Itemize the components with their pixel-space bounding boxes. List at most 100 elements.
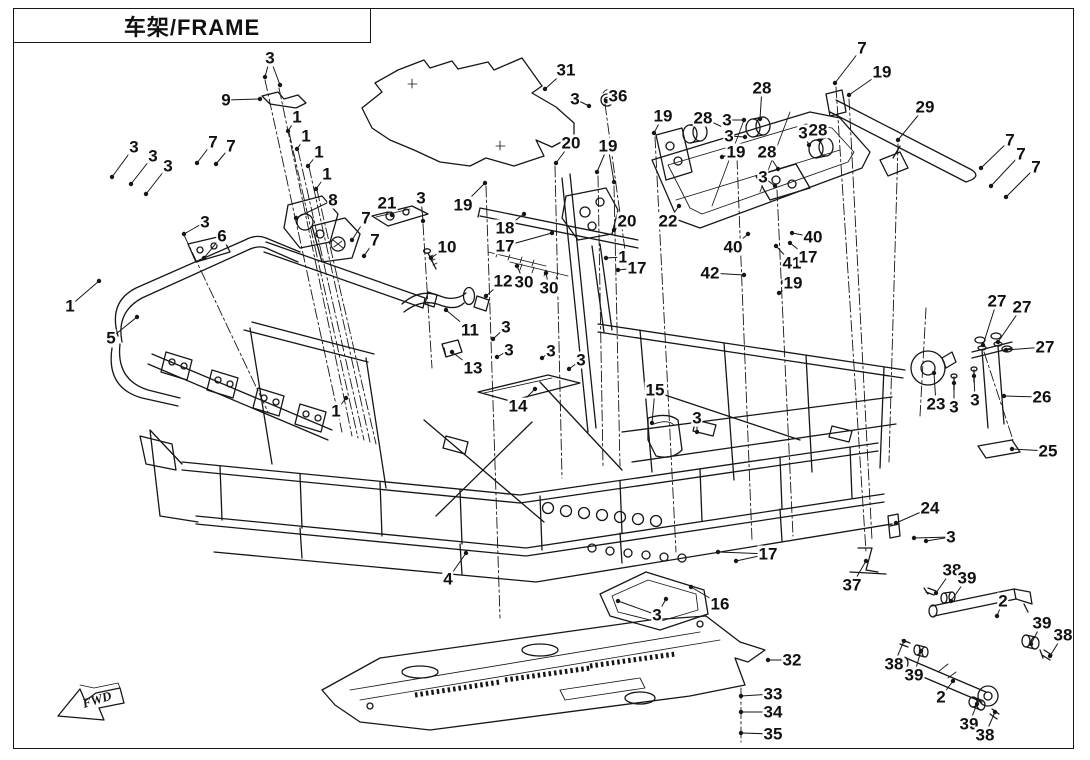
callout-13: 13 — [462, 358, 484, 378]
callout-11: 11 — [460, 320, 480, 340]
callout-30: 30 — [538, 278, 560, 298]
hardware-dot — [277, 82, 283, 88]
callout-18: 18 — [494, 218, 516, 238]
hardware-dot — [757, 116, 763, 122]
callout-35: 35 — [762, 724, 784, 744]
hardware-dot — [715, 549, 721, 555]
hardware-dot — [733, 558, 739, 564]
hardware-dot — [443, 307, 449, 313]
hardware-dot — [213, 161, 219, 167]
callout-3: 3 — [264, 48, 276, 68]
callout-20: 20 — [560, 133, 582, 153]
callout-3: 3 — [575, 350, 587, 370]
hardware-dot — [257, 96, 263, 102]
hardware-dot — [293, 215, 299, 221]
callout-2: 2 — [997, 591, 1009, 611]
hardware-dot — [143, 191, 149, 197]
callout-1: 1 — [321, 164, 333, 184]
hardware-dot — [549, 230, 555, 236]
hardware-dot — [262, 74, 268, 80]
callout-7: 7 — [856, 38, 868, 58]
hardware-dot — [539, 355, 545, 361]
callout-38: 38 — [1052, 625, 1074, 645]
hardware-dot — [181, 231, 187, 237]
hardware-dot — [863, 558, 869, 564]
hardware-dot — [615, 598, 621, 604]
callout-22: 22 — [657, 211, 679, 231]
hardware-dot — [738, 730, 744, 736]
callout-40: 40 — [802, 227, 824, 247]
callout-3: 3 — [721, 110, 733, 130]
callout-12: 12 — [492, 271, 514, 291]
hardware-dot — [787, 240, 793, 246]
hardware-dot — [449, 349, 455, 355]
part-29-tube — [825, 89, 977, 183]
hardware-dot — [988, 183, 994, 189]
hardware-dot — [694, 429, 700, 435]
hardware-dot — [543, 270, 549, 276]
callout-38: 38 — [883, 654, 905, 674]
hardware-dot — [611, 227, 617, 233]
hardware-dot — [995, 339, 1001, 345]
hardware-dot — [305, 163, 311, 169]
hardware-dot — [663, 596, 669, 602]
hardware-dot — [542, 86, 548, 92]
hardware-dot — [483, 293, 489, 299]
front-bumper-assembly — [110, 343, 333, 441]
hardware-dot — [895, 137, 901, 143]
callout-3: 3 — [503, 340, 515, 360]
hardware-dot — [923, 538, 929, 544]
hardware-dot — [773, 243, 779, 249]
hardware-dot — [1009, 446, 1015, 452]
hardware-dot — [775, 166, 781, 172]
leader-line — [913, 536, 952, 539]
callout-27: 27 — [986, 291, 1008, 311]
callout-4: 4 — [442, 569, 454, 589]
hardware-dot — [741, 117, 747, 123]
hardware-dot — [911, 535, 917, 541]
callout-39: 39 — [956, 568, 978, 588]
callout-3: 3 — [969, 390, 981, 410]
callout-20: 20 — [616, 211, 638, 231]
hardware-dot — [688, 584, 694, 590]
callout-3: 3 — [500, 317, 512, 337]
page-title: 车架/FRAME — [123, 14, 261, 40]
part-32-skid-plate — [321, 615, 766, 731]
callout-3: 3 — [415, 188, 427, 208]
hardware-dot — [1047, 653, 1053, 659]
callout-1: 1 — [617, 247, 629, 267]
callout-21: 21 — [376, 193, 398, 213]
hardware-dot — [494, 354, 500, 360]
hardware-dot — [1003, 347, 1009, 353]
callout-7: 7 — [225, 136, 237, 156]
hardware-dot — [893, 520, 899, 526]
callout-3: 3 — [945, 527, 957, 547]
callout-25: 25 — [1037, 441, 1059, 461]
main-chassis — [139, 321, 906, 583]
callout-24: 24 — [919, 498, 941, 518]
callout-17: 17 — [757, 544, 779, 564]
hardware-dot — [553, 160, 559, 166]
callout-10: 10 — [436, 237, 458, 257]
hardware-dot — [951, 380, 957, 386]
callout-40: 40 — [722, 237, 744, 257]
hardware-dot — [948, 598, 954, 604]
callout-3: 3 — [147, 146, 159, 166]
hardware-dot — [651, 130, 657, 136]
hardware-dot — [978, 165, 984, 171]
hardware-dot — [1003, 194, 1009, 200]
hardware-dot — [918, 648, 924, 654]
callout-3: 3 — [757, 167, 769, 187]
callout-1: 1 — [300, 126, 312, 146]
callout-9: 9 — [220, 90, 232, 110]
leader-line — [617, 600, 658, 616]
part-15-guard — [647, 414, 683, 458]
callout-23: 23 — [925, 394, 947, 414]
callout-6: 6 — [216, 226, 228, 246]
callout-39: 39 — [958, 714, 980, 734]
callout-39: 39 — [903, 665, 925, 685]
leader-line — [295, 199, 334, 219]
hardware-dot — [532, 386, 538, 392]
callout-19: 19 — [871, 62, 893, 82]
callout-28: 28 — [756, 142, 778, 162]
